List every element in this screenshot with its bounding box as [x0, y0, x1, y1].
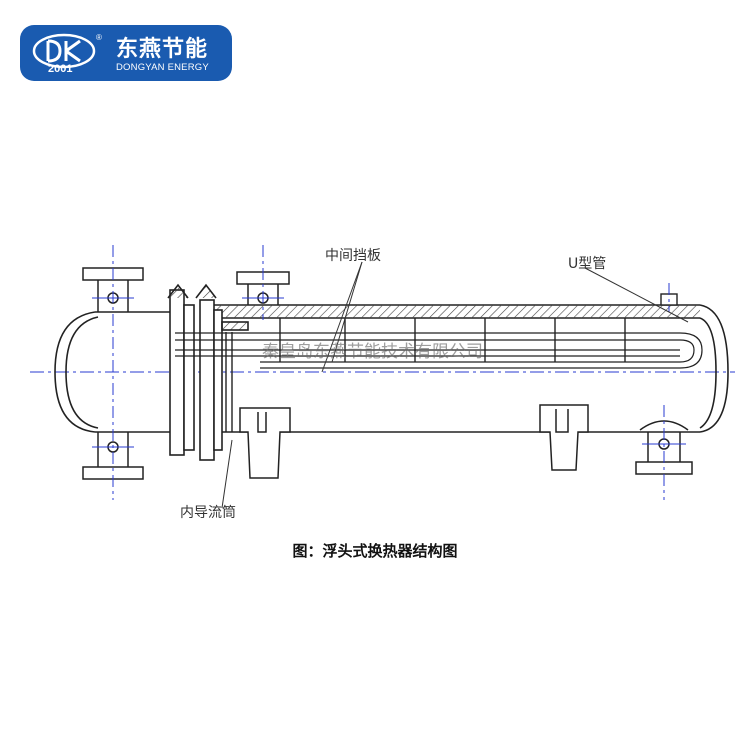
label-u-tube: U型管: [568, 256, 607, 272]
saddle-supports: [239, 404, 589, 479]
tube-bundle: [175, 332, 703, 369]
inner-guide-tube: [225, 332, 233, 432]
brand-name-en: DONGYAN ENERGY: [116, 62, 209, 73]
figure-caption: 图：浮头式换热器结构图: [292, 542, 458, 560]
label-inner-guide-tube: 内导流筒: [180, 505, 236, 521]
baffles: [279, 318, 626, 362]
left-bottom-nozzle: [82, 432, 144, 480]
company-logo: ® 2001 东燕节能 DONGYAN ENERGY: [20, 25, 232, 81]
vertical-centerlines: [112, 245, 670, 500]
brand-name-cn: 东燕节能: [116, 37, 209, 62]
nozzle-crosshairs: [92, 297, 686, 448]
label-middle-baffle: 中间挡板: [325, 248, 381, 264]
logo-year: 2001: [48, 63, 73, 75]
company-watermark: 秦皇岛东燕节能技术有限公司: [262, 342, 483, 362]
dk-logo-mark: ®: [32, 33, 102, 69]
registered-mark: ®: [96, 33, 102, 42]
shell-top-hatch: [205, 305, 700, 318]
leader-lines: [221, 261, 689, 509]
